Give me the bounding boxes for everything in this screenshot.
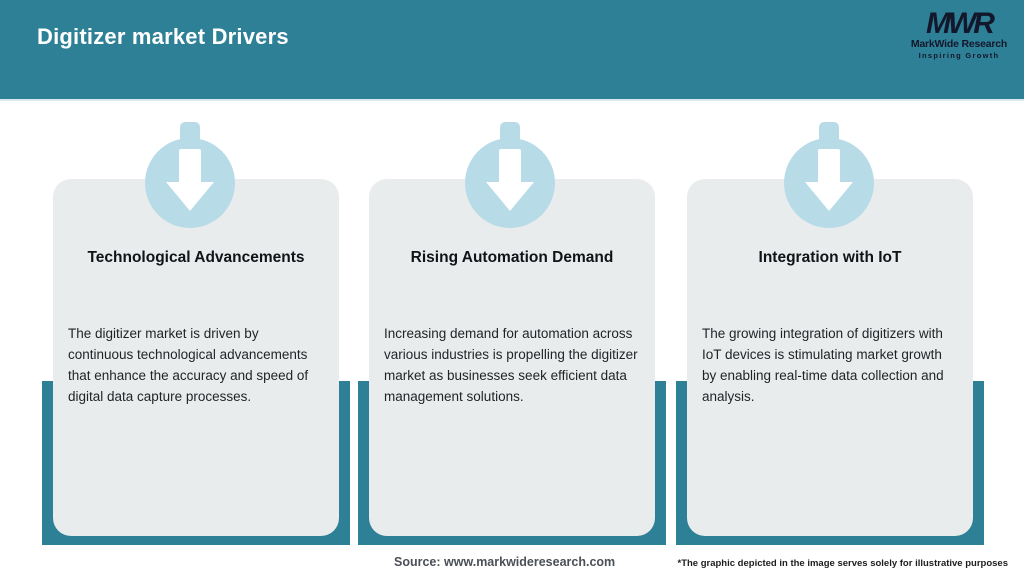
card-description: Increasing demand for automation across … bbox=[384, 326, 638, 404]
source-text: Source: www.markwideresearch.com bbox=[394, 555, 616, 569]
down-arrow-badge bbox=[465, 122, 555, 228]
down-arrow-icon bbox=[465, 138, 555, 228]
brand-logo-name: MarkWide Research bbox=[910, 37, 1008, 50]
disclaimer-text: *The graphic depicted in the image serve… bbox=[677, 558, 1009, 569]
brand-logo: MWR MarkWide Research Inspiring Growth bbox=[906, 7, 1012, 60]
down-arrow-icon bbox=[145, 138, 235, 228]
page-title: Digitizer market Drivers bbox=[37, 24, 289, 49]
brand-logo-tagline: Inspiring Growth bbox=[918, 50, 1000, 60]
card-title: Technological Advancements bbox=[87, 249, 305, 266]
brand-logo-acronym: MWR bbox=[926, 7, 995, 40]
header-bar: Digitizer market Drivers MWR MarkWide Re… bbox=[0, 0, 1024, 101]
driver-card-rising-automation-demand: Rising Automation Demand Increasing dema… bbox=[369, 179, 655, 536]
card-title: Rising Automation Demand bbox=[410, 249, 614, 266]
down-arrow-icon bbox=[784, 138, 874, 228]
down-arrow-badge bbox=[784, 122, 874, 228]
driver-card-technological-advancements: Technological Advancements The digitizer… bbox=[53, 179, 339, 536]
card-description: The growing integration of digitizers wi… bbox=[702, 326, 944, 404]
down-arrow-badge bbox=[145, 122, 235, 228]
card-description: The digitizer market is driven by contin… bbox=[68, 326, 309, 404]
card-title: Integration with IoT bbox=[758, 249, 902, 266]
driver-card-integration-with-iot: Integration with IoT The growing integra… bbox=[687, 179, 973, 536]
